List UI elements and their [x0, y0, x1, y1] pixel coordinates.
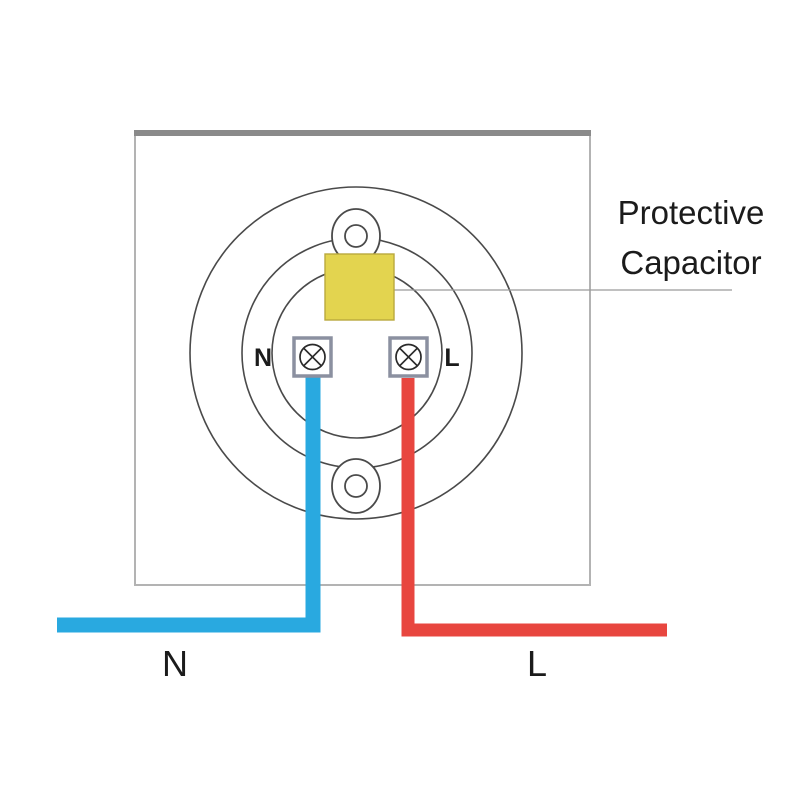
outer-circle: [189, 186, 523, 520]
terminal-live: [388, 336, 429, 378]
annotation-protective: Protective: [618, 194, 765, 231]
neutral-wire: [57, 376, 321, 633]
mounting-screw-bottom-hole: [344, 474, 368, 498]
mounting-screw-top-hole: [344, 224, 368, 248]
annotation-capacitor: Capacitor: [620, 244, 761, 281]
terminal-neutral-label: N: [254, 344, 272, 372]
terminal-live-label: L: [444, 344, 459, 372]
terminal-screw-cross: [303, 347, 322, 367]
live-wire: [401, 378, 667, 637]
live-wire-label: L: [527, 643, 547, 684]
capacitor: [324, 253, 395, 321]
terminal-neutral: [292, 336, 333, 378]
terminal-screw-cross: [399, 347, 418, 367]
neutral-wire-label: N: [162, 643, 188, 684]
